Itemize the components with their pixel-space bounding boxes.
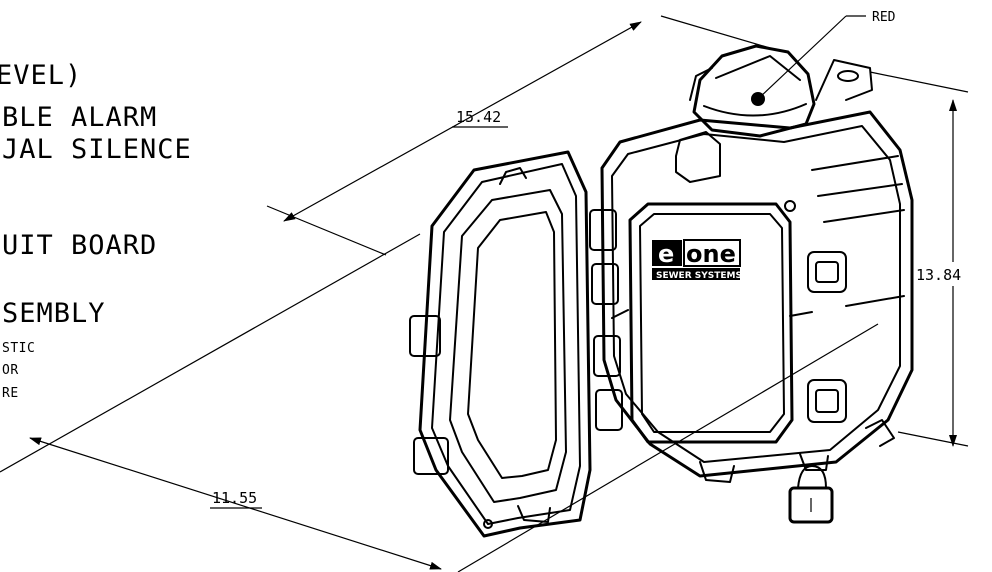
dimension-15-42: 15.42 [266,15,771,256]
label-circuit-board: UIT BOARD [2,230,157,261]
logo-subtitle-bar [652,268,740,280]
front-panel [628,202,794,444]
door-gasket-outer [449,189,567,503]
door-strap-upper [409,315,441,357]
label-for: OR [2,363,19,378]
logo-one-box [683,239,741,267]
extension-line-left [266,205,387,256]
dim-label-width: 11.55 [212,489,257,507]
red-light-dot [751,92,765,106]
dimension-13-84: 13.84 [869,71,990,447]
label-plastic: STIC [2,341,35,356]
hinge-middle [591,263,619,305]
dim-label-bg [912,262,990,286]
body-screw [784,200,796,212]
body-band [611,295,905,319]
logo-brand-e: e [658,240,674,268]
beacon-bracket-right [815,59,873,101]
logo-subtitle: SEWER SYSTEMS [656,271,742,281]
door-rim [431,163,581,525]
extension-line-top [869,71,969,93]
body-foot-right [799,453,829,471]
dim-line-diagonal [283,21,642,222]
beacon-bracket-left [689,67,713,101]
front-panel-inner [639,213,785,433]
door-bottom-hinge [517,505,551,523]
label-level: EVEL) [0,60,82,91]
body-foot-back [865,419,895,447]
red-light-callout: RED [751,10,896,106]
callout-red-label: RED [872,10,896,25]
callout-leader-line [757,15,847,100]
enclosure-body [600,110,914,483]
body-strap-upper-buckle [815,261,839,283]
label-audible-alarm: BLE ALARM [2,102,157,133]
label-re: RE [2,386,19,401]
padlock-shackle [797,465,827,489]
label-assembly: SEMBLY [2,298,106,329]
hinge-bottom [595,389,623,431]
door-gasket-inner [467,211,557,479]
enclosure-door [409,150,592,538]
padlock-body [788,486,834,524]
dim-line-width [29,437,442,570]
body-outline [600,110,914,478]
door-strap-lower [413,437,449,475]
body-rib-1 [811,155,899,171]
extension-line-right [660,15,771,49]
body-rib-2 [817,183,903,197]
body-strap-upper [807,251,847,293]
front-top-latch [675,131,721,183]
body-inner-rim [611,125,901,463]
eone-logo: e one SEWER SYSTEMS [652,239,742,281]
extension-line-bottom [897,431,969,447]
beacon-dome [692,44,816,138]
hinge-assembly [589,209,623,431]
extension-line-lower [457,323,879,572]
logo-brand-one: one [686,240,736,268]
door-screw-hole [483,519,493,529]
dim-label-diagonal: 15.42 [456,108,501,126]
left-label-block: EVEL) BLE ALARM JAL SILENCE UIT BOARD SE… [0,60,192,401]
alarm-beacon [689,44,873,138]
body-rib-3 [823,209,905,223]
body-strap-lower [807,379,847,423]
extension-line-upper [0,233,421,473]
beacon-base-ring [703,103,807,117]
body-strap-lower-buckle [815,389,839,413]
padlock [788,465,834,524]
body-foot-left [699,461,735,483]
bracket-slot [837,70,859,82]
dim-label-height: 13.84 [916,266,961,284]
hinge-lower [593,335,621,377]
door-outer-edge [418,150,592,538]
dimension-11-55: 11.55 [0,233,879,572]
beacon-dome-highlight [715,55,801,81]
label-manual-silence: JAL SILENCE [2,134,192,165]
logo-e-box [652,240,682,266]
door-top-clip [499,167,527,185]
